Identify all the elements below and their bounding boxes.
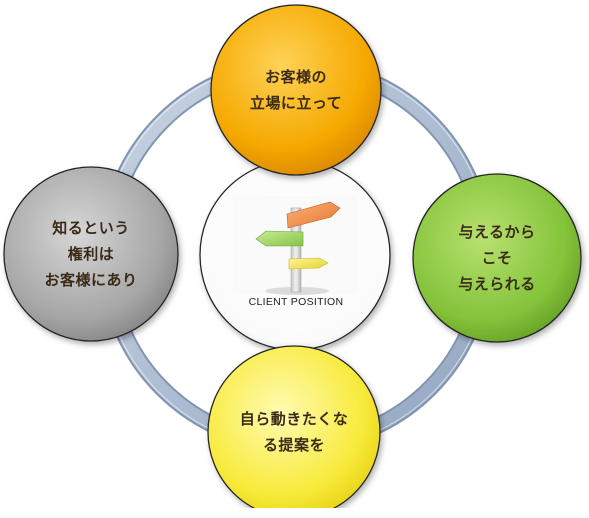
left-circle [3, 166, 179, 342]
right-node: 与えるから こそ 与えられる [413, 174, 581, 342]
left-node: 知るという 権利は お客様にあり [4, 167, 178, 341]
bottom-node-label: 自ら動きたくな る提案を [239, 409, 349, 454]
center-caption: CLIENT POSITION [248, 296, 344, 308]
left-node-label: 知るという 権利は お客様にあり [44, 218, 138, 290]
top-circle [210, 4, 382, 176]
signpost-icon [233, 196, 357, 295]
right-node-label: 与えるから こそ 与えられる [458, 222, 536, 294]
bottom-circle [207, 345, 381, 508]
right-circle [412, 173, 582, 343]
top-node: お客様の 立場に立って [211, 5, 381, 175]
top-node-label: お客様の 立場に立って [249, 67, 343, 112]
bottom-node: 自ら動きたくな る提案を [208, 346, 380, 518]
